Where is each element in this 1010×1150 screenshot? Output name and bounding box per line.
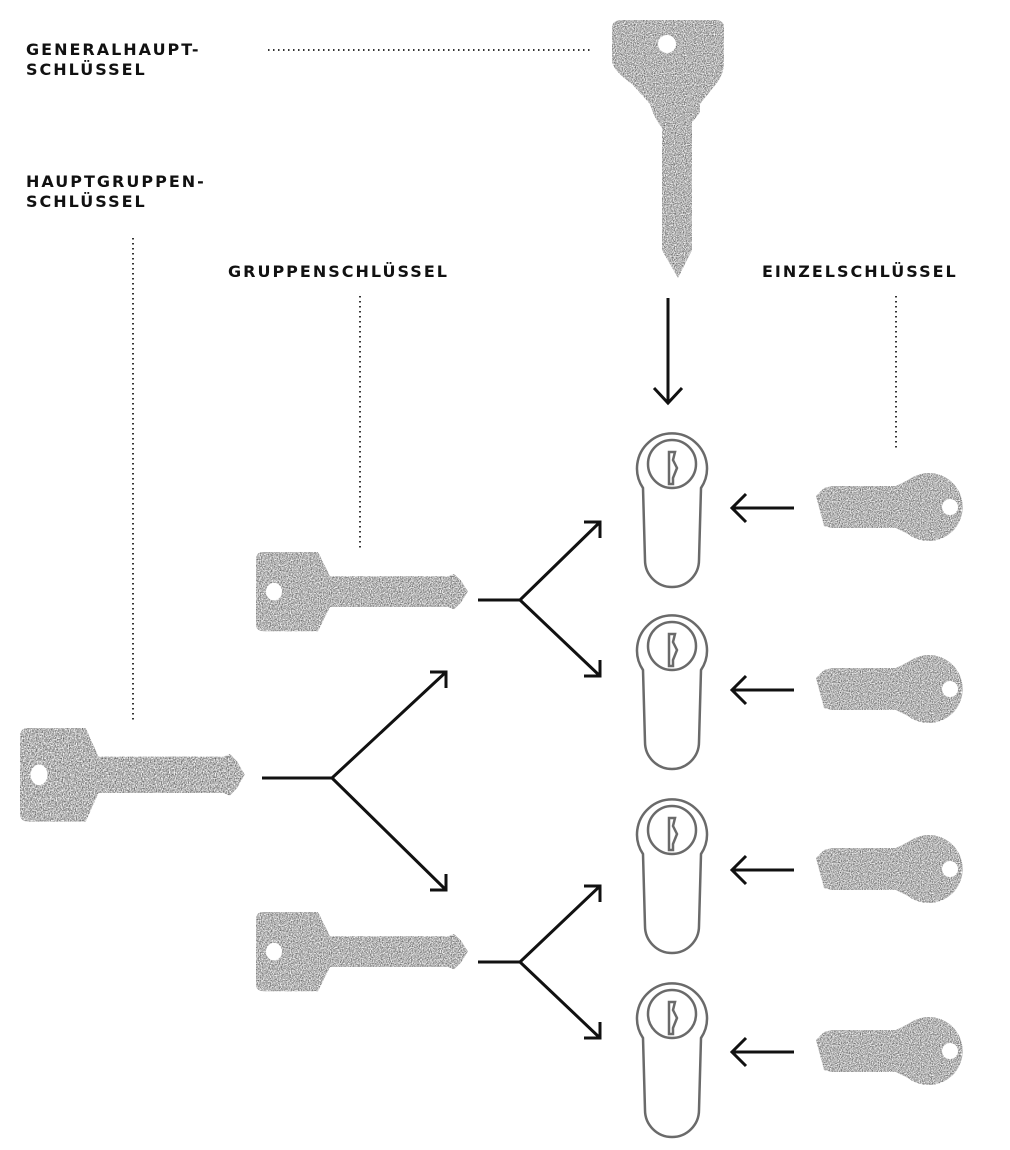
- branch-main-to-group-bottom: [330, 776, 448, 892]
- single-key-icon-4: [816, 1017, 963, 1085]
- arrowhead-icon: [584, 884, 602, 902]
- arrowhead-icon: [584, 1022, 602, 1040]
- arrow-down-icon: [652, 298, 684, 406]
- leader-lines: [132, 49, 897, 722]
- arrowhead-icon: [430, 670, 448, 688]
- single-key-icon-1: [816, 473, 963, 541]
- arrowhead-icon: [430, 874, 448, 892]
- label-general-master-line1: GENERALHAUPT-: [26, 40, 201, 59]
- branch-group-bottom-to-cyl3: [478, 884, 602, 964]
- branch-arrows: [262, 520, 602, 1040]
- main-group-key-icon: [20, 728, 245, 822]
- general-master-key-icon: [612, 20, 724, 278]
- branch-group-bottom-to-cyl4: [518, 960, 602, 1040]
- arrow-left-icon: [729, 1036, 794, 1068]
- group-key-icon-top: [256, 552, 468, 631]
- label-general-master-line2: SCHLÜSSEL: [26, 60, 147, 79]
- single-key-arrows: [729, 492, 794, 1068]
- label-group-key: GRUPPENSCHLÜSSEL: [228, 262, 449, 281]
- arrow-left-icon: [729, 492, 794, 524]
- lock-cylinder-icon-4: [635, 982, 709, 1139]
- branch-group-top-to-cyl1: [478, 520, 602, 602]
- label-single-key: EINZELSCHLÜSSEL: [762, 262, 958, 281]
- label-main-group-line1: HAUPTGRUPPEN-: [26, 172, 206, 191]
- branch-main-to-group-top: [262, 670, 448, 780]
- single-key-icon-2: [816, 655, 963, 723]
- arrowhead-icon: [584, 520, 602, 538]
- arrow-left-icon: [729, 854, 794, 886]
- arrow-left-icon: [729, 674, 794, 706]
- lock-cylinder-icon-2: [635, 614, 709, 771]
- group-key-icon-bottom: [256, 912, 468, 991]
- branch-group-top-to-cyl2: [518, 598, 602, 678]
- lock-cylinder-icon-3: [635, 798, 709, 955]
- label-main-group-key: HAUPTGRUPPEN- SCHLÜSSEL: [26, 172, 206, 212]
- label-main-group-line2: SCHLÜSSEL: [26, 192, 147, 211]
- label-general-master-key: GENERALHAUPT- SCHLÜSSEL: [26, 40, 200, 80]
- lock-cylinder-icon-1: [635, 432, 709, 589]
- arrowhead-icon: [584, 660, 602, 678]
- single-key-icon-3: [816, 835, 963, 903]
